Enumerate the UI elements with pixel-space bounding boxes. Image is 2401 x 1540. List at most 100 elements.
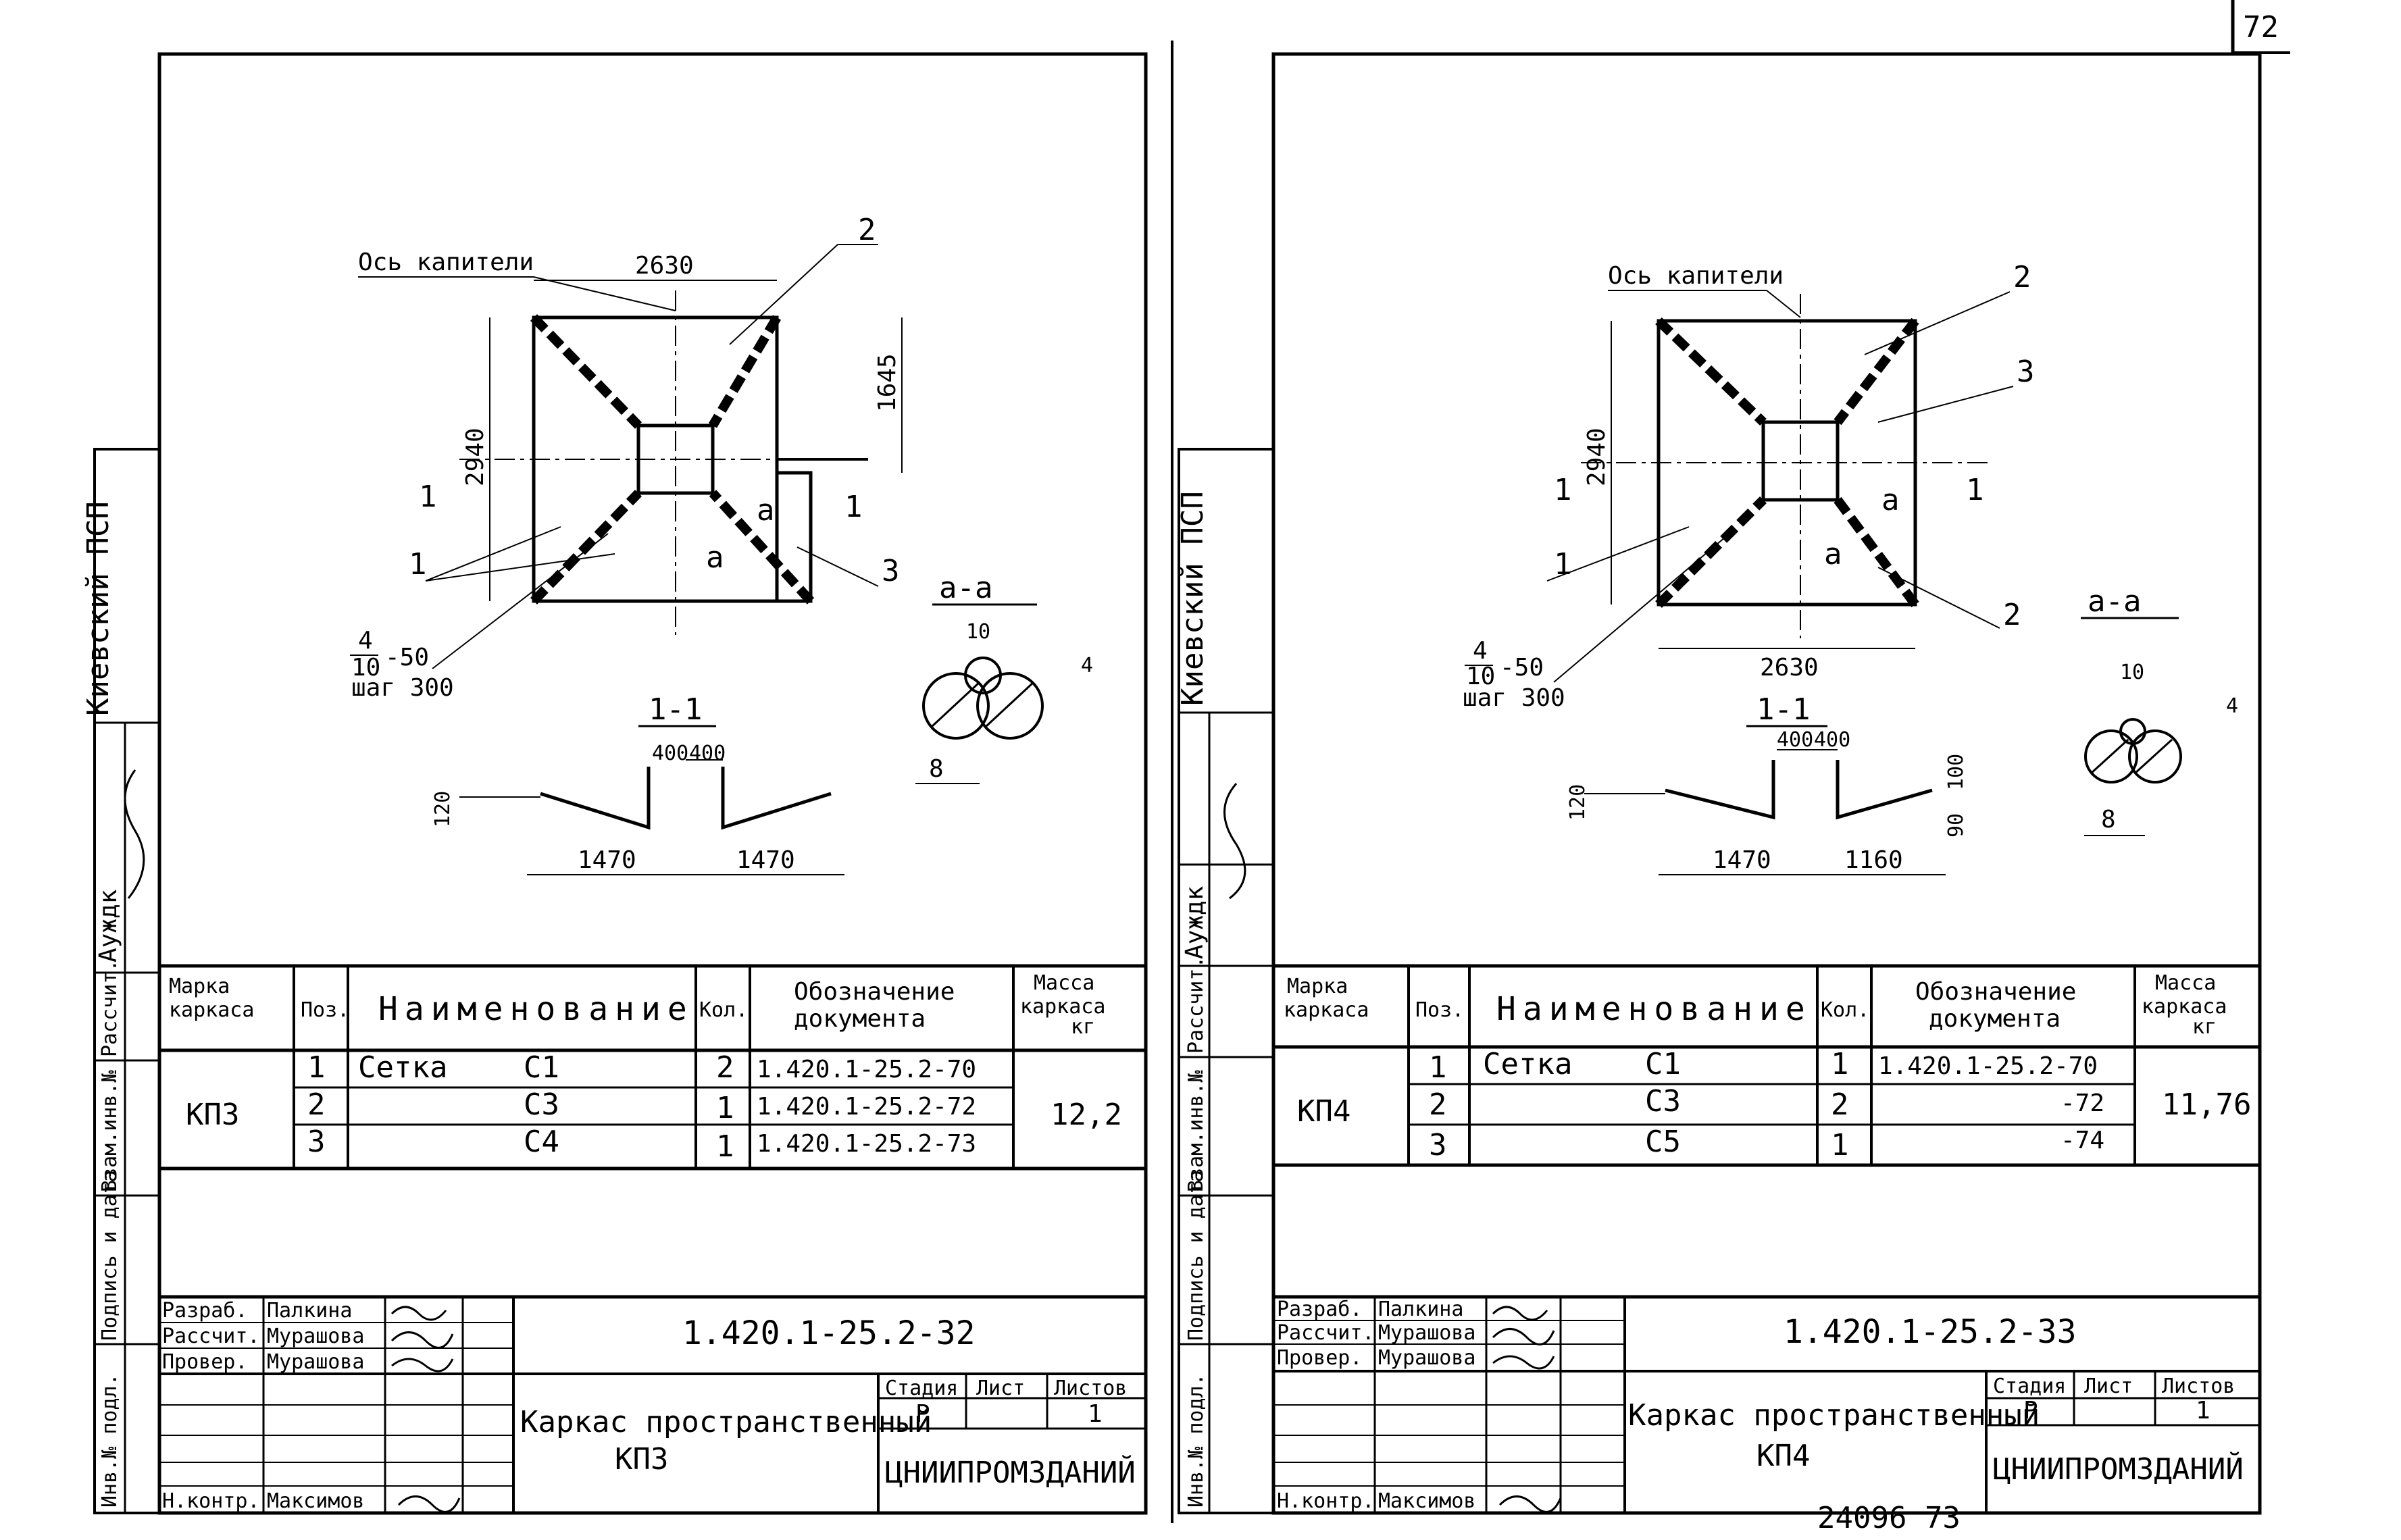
detail-title-2: а-а bbox=[2088, 584, 2141, 619]
side-stamp-vzam-2: Взам.инв.№ bbox=[1184, 1070, 1208, 1192]
row-1-poz-2: 1 bbox=[1429, 1050, 1447, 1085]
hdr-massa-l2-2: каркаса bbox=[2142, 995, 2227, 1019]
callout-2: 2 bbox=[858, 213, 876, 247]
hdr-massa-l3-2: кг bbox=[2192, 1015, 2217, 1039]
tb-nkontr-name: Максимов bbox=[267, 1489, 365, 1513]
rod-suffix-2: -50 bbox=[1500, 654, 1544, 682]
hdr-marka-l2: каркаса bbox=[169, 998, 254, 1022]
dim-s2: 1470 bbox=[736, 846, 795, 874]
sheet-left-spec-table: Марка каркаса Поз. Наименование Кол. Обо… bbox=[159, 964, 1146, 1171]
hdr-poz-2: Поз. bbox=[1415, 998, 1464, 1022]
tb-rasschit-label: Рассчит. bbox=[162, 1325, 260, 1348]
tb-prover-label: Провер. bbox=[162, 1350, 247, 1374]
row-1-kol: 2 bbox=[716, 1050, 734, 1085]
tb-code: 1.420.1-25.2-32 bbox=[682, 1314, 975, 1352]
label-axis-2: Ось капители bbox=[1608, 262, 1784, 290]
detail-dim-a3: 8 bbox=[929, 755, 944, 783]
dim-dh-2: 120 bbox=[1566, 784, 1590, 821]
section-title: 1-1 bbox=[649, 692, 702, 727]
tb-listov-val-2: 1 bbox=[2196, 1397, 2210, 1424]
row-3-poz: 3 bbox=[307, 1125, 326, 1159]
row-2-name-b-2: С3 bbox=[1645, 1084, 1681, 1119]
tb-rasschit-name-2: Мурашова bbox=[1378, 1321, 1476, 1345]
hdr-oboz-l2-2: документа bbox=[1929, 1005, 2061, 1033]
row-3-name-b-2: С5 bbox=[1645, 1125, 1681, 1159]
dim-width: 2630 bbox=[635, 252, 694, 280]
tb-signatures bbox=[390, 1306, 461, 1513]
tb-nkontr-name-2: Максимов bbox=[1378, 1489, 1476, 1513]
section-mark-left-2: 1 bbox=[1554, 473, 1572, 507]
tb-list: Лист bbox=[976, 1377, 1025, 1400]
tb-title-l1-2: Каркас пространственный bbox=[1628, 1398, 2040, 1433]
tb-listov-2: Листов bbox=[2162, 1375, 2235, 1398]
row-1-name-b: С1 bbox=[524, 1050, 559, 1085]
side-stamp-org: Киевский ПСП bbox=[81, 501, 116, 716]
callout-1-2: 1 bbox=[1554, 547, 1572, 582]
hdr-kol-2: Кол. bbox=[1821, 998, 1869, 1022]
hdr-poz: Поз. bbox=[301, 998, 349, 1022]
sheet-right-title-block: Разраб. Палкина Рассчит. Мурашова Провер… bbox=[1273, 1295, 2260, 1513]
side-stamp-rasschit-label-2: Рассчит. bbox=[1184, 956, 1208, 1054]
row-1-name-b-2: С1 bbox=[1645, 1047, 1681, 1081]
dim-height-2b: 2940 bbox=[1583, 428, 1611, 486]
row-1-doc-2: 1.420.1-25.2-70 bbox=[1878, 1052, 2098, 1080]
row-1-name-a-2: Сетка bbox=[1483, 1047, 1572, 1081]
rod-suffix: -50 bbox=[385, 644, 429, 671]
dim-dh3-2: 90 bbox=[1944, 813, 1968, 838]
row-1-name-a: Сетка bbox=[358, 1050, 447, 1085]
tb-nkontr-label: Н.контр. bbox=[162, 1489, 260, 1513]
sheet-right-plan: 2630 2940 Ось капители 2 3 1 2 а а 1 1 4… bbox=[1463, 260, 2035, 712]
tb-prover-name: Мурашова bbox=[267, 1350, 365, 1374]
sheet-left-side-stamp: Киевский ПСП Ауждк Рассчит. Взам.инв.№ П… bbox=[81, 448, 161, 1514]
tb-razrab-label-2: Разраб. bbox=[1277, 1298, 1362, 1321]
tb-nkontr-label-2: Н.контр. bbox=[1277, 1489, 1375, 1513]
row-2-poz-2: 2 bbox=[1429, 1087, 1447, 1122]
detail-dim-a2-2: 4 bbox=[2226, 694, 2238, 718]
tb-listov: Листов bbox=[1054, 1377, 1127, 1400]
hdr-name: Наименование bbox=[378, 990, 694, 1028]
dim-d1-2: 400 bbox=[1777, 728, 1813, 752]
tb-razrab-name-2: Палкина bbox=[1378, 1298, 1463, 1321]
sheet-left-detail: а-а 10 4 8 bbox=[915, 571, 1093, 784]
sheet-right-section: 1-1 1470 1160 400 400 120 100 90 bbox=[1566, 692, 1968, 875]
section-mark-right: 1 bbox=[844, 490, 863, 524]
side-stamp-podpis: Подпись и дата bbox=[98, 1170, 122, 1341]
cut-mark-2: а bbox=[706, 540, 724, 575]
section-mark-right-2: 1 bbox=[1966, 473, 1984, 507]
side-stamp-inv-2: Инв.№ подл. bbox=[1184, 1373, 1208, 1508]
rod-den: 10 bbox=[351, 654, 380, 682]
callout-2-top: 2 bbox=[2013, 260, 2031, 294]
tb-prover-name-2: Мурашова bbox=[1378, 1346, 1476, 1370]
callout-3-2: 3 bbox=[2017, 355, 2035, 389]
tb-razrab-label: Разраб. bbox=[162, 1299, 247, 1323]
row-3-doc: 1.420.1-25.2-73 bbox=[757, 1130, 976, 1158]
tb-title-l2-2: КП4 bbox=[1756, 1439, 1810, 1473]
dim-s2-2: 1160 bbox=[1844, 846, 1903, 874]
tb-org-2: ЦНИИПРОМЗДАНИЙ bbox=[1993, 1451, 2244, 1487]
side-stamp-rasschit: Ауждк bbox=[95, 889, 122, 962]
tb-stadia-2: Стадия bbox=[1993, 1375, 2066, 1398]
dim-d1: 400 bbox=[652, 742, 688, 765]
row-3-name-b: С4 bbox=[524, 1125, 559, 1159]
sheet-right-spec-table: Марка каркаса Поз. Наименование Кол. Обо… bbox=[1273, 964, 2260, 1167]
side-stamp-podpis-2: Подпись и дата bbox=[1184, 1170, 1208, 1341]
label-axis: Ось капители bbox=[358, 249, 534, 276]
rod-den-2: 10 bbox=[1466, 663, 1495, 690]
tb-stadia-val-2: Р bbox=[2023, 1397, 2038, 1424]
sheet-left-plan: 2630 2940 1645 Ось капители 2 1 3 а а 1 … bbox=[350, 213, 903, 702]
row-2-name-b: С3 bbox=[524, 1087, 559, 1122]
side-stamp-inv: Инв.№ подл. bbox=[98, 1373, 122, 1508]
row-3-doc-2: -74 bbox=[2061, 1127, 2104, 1154]
tb-title-l2: КП3 bbox=[615, 1442, 668, 1477]
tb-rasschit-label-2: Рассчит. bbox=[1277, 1321, 1375, 1345]
hdr-oboz-l1: Обозначение bbox=[794, 978, 955, 1006]
tb-code-2: 1.420.1-25.2-33 bbox=[1784, 1313, 2076, 1351]
hdr-massa-l1-2: Масса bbox=[2155, 971, 2216, 995]
cut-mark-4: а bbox=[1824, 537, 1842, 571]
hdr-oboz-l2: документа bbox=[794, 1005, 926, 1033]
row-3-kol: 1 bbox=[716, 1129, 734, 1164]
dim-s1: 1470 bbox=[578, 846, 636, 874]
tb-stadia-val: Р bbox=[915, 1400, 930, 1428]
